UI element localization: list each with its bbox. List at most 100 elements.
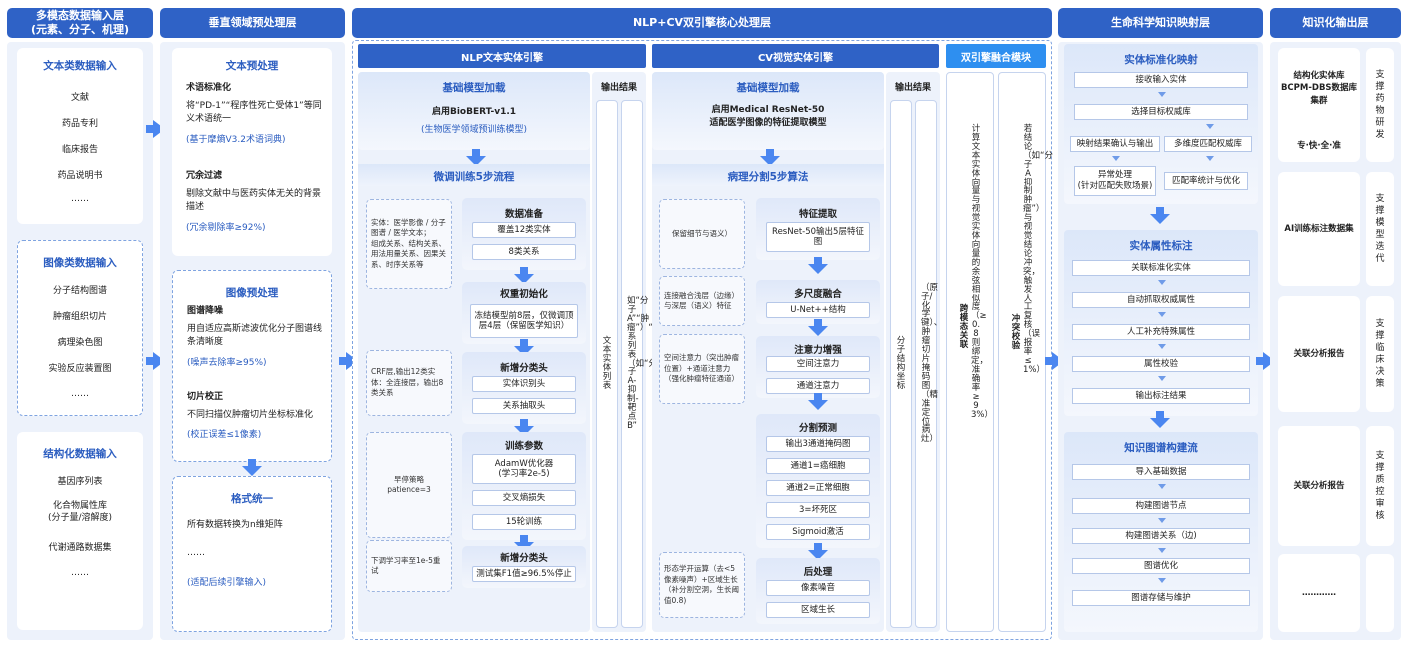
arrow-down-icon [242, 459, 262, 476]
image-preprocess-title: 图像预处理 [225, 287, 279, 299]
cv-note: 形态学开运算（去<5像素噪声）+区域生长（补分割空洞，生长阈值0.8) [659, 552, 745, 618]
step-item: 通道1=癌细胞 [766, 458, 870, 474]
text-preprocess-title: 文本预处理 [225, 60, 279, 72]
arrow-down-icon [1150, 207, 1170, 224]
step-item: 测试集F1值≥96.5%停止 [472, 566, 576, 582]
text-input-card: 文本类数据输入 文献 药品专利 临床报告 药品说明书 …… [17, 48, 143, 224]
nlp-note: 下调学习率至1e-5重试 [366, 540, 452, 592]
format-title: 格式统一 [231, 493, 273, 505]
preprocess-layer-panel: 文本预处理 术语标准化 将“PD-1”“程序性死亡受体1”等同义术语统一 (基于… [160, 42, 345, 640]
nlp-step-4: 训练参数 AdamW优化器 (学习率2e-5) 交叉熵损失 15轮训练 [462, 432, 586, 540]
output-name: AI训练标注数据集 [1284, 223, 1354, 234]
arrow-down-icon [1206, 156, 1214, 161]
nlp-step-1: 数据准备 覆盖12类实体 8类关系 [462, 198, 586, 270]
step-item: 15轮训练 [472, 514, 576, 530]
output-side: 支撑质控审核 [1375, 450, 1385, 522]
nlp-base-section: 基础模型加载 启用BioBERT-v1.1 (生物医学领域预训练模型) [358, 72, 590, 150]
output-card: 结构化实体库 BCPM-DBS数据库集群 专·快·全·准 [1278, 48, 1360, 162]
output-text: （原子/化学键）、肿瘤切片掩码图（精准定位病灶） [921, 282, 943, 445]
nlp-finetune-bar: 微调训练5步流程 [358, 164, 590, 186]
output-name: 结构化实体库 BCPM-DBS数据库集群 [1280, 71, 1358, 106]
mapping-step: 关联标准化实体 [1072, 260, 1250, 276]
step-item: 通道注意力 [766, 378, 870, 394]
step-title: 数据准备 [504, 209, 543, 220]
cv-base-title: 基础模型加载 [736, 82, 800, 94]
arrow-down-icon [1158, 578, 1166, 583]
cv-output-title: 输出结果 [894, 83, 931, 93]
output-side: 支撑模型迭代 [1375, 193, 1385, 265]
arrow-down-icon [466, 149, 486, 166]
list-item: 文献 [70, 93, 89, 103]
step-desc: 不同扫描仪肿瘤切片坐标标准化 [187, 410, 314, 420]
output-side-card [1366, 554, 1394, 632]
header-preprocess-layer: 垂直领域预处理层 [160, 8, 345, 38]
step-title: 注意力增强 [794, 345, 842, 356]
mapping-step: 接收输入实体 [1074, 72, 1248, 88]
mapping-section-1: 实体标准化映射 接收输入实体 选择目标权威库 映射结果确认与输出 多维度匹配权威… [1064, 44, 1258, 204]
nlp-step-2: 权重初始化 冻结模型前8层，仅微调顶层4层（保留医学知识） [462, 282, 586, 344]
arrow-down-icon [1158, 376, 1166, 381]
output-text: 如“分子A”“肿瘤”）“关系列表（如“分子A-抑制-靶点B” [627, 296, 661, 431]
cv-step-2: 多尺度融合 U-Net++结构 [756, 280, 880, 324]
step-title: 冗余过滤 [186, 171, 223, 181]
arrow-down-icon [760, 149, 780, 166]
cv-algo-bar: 病理分割5步算法 [652, 164, 884, 186]
step-desc: 用自适应高斯滤波优化分子图谱线条清晰度 [187, 324, 323, 348]
step-title: 训练参数 [504, 441, 543, 452]
step-desc: 将“PD-1”“程序性死亡受体1”等同义术语统一 [186, 101, 322, 125]
step-item: 覆盖12类实体 [472, 222, 576, 238]
step-item: 空间注意力 [766, 356, 870, 372]
fusion-title: 双引擎融合模块 [946, 44, 1046, 68]
step-item: ResNet-50输出5层特征图 [766, 222, 870, 252]
cv-step-4: 分割预测 输出3通道掩码图 通道1=癌细胞 通道2=正常细胞 3=坏死区 Sig… [756, 414, 880, 548]
cv-step-5: 后处理 像素噪音 区域生长 [756, 558, 880, 624]
arrow-down-icon [1158, 92, 1166, 97]
mapping-step: 属性校验 [1072, 356, 1250, 372]
fusion-label: 冲突校验 [1011, 314, 1021, 351]
step-title: 新增分类头 [500, 553, 548, 564]
output-sub: 专·快·全·准 [1297, 141, 1341, 151]
cv-output-col-1: 分子结构坐标 [890, 100, 912, 628]
step-item: AdamW优化器 (学习率2e-5) [472, 454, 576, 484]
nlp-finetune-title: 微调训练5步流程 [433, 171, 515, 183]
output-side-card: 支撑药物研发 [1366, 48, 1394, 162]
output-side: 支撑药物研发 [1375, 69, 1385, 141]
header-mapping-layer: 生命科学知识映射层 [1058, 8, 1263, 38]
list-item: 药品说明书 [57, 171, 103, 181]
cv-algo-title: 病理分割5步算法 [727, 171, 809, 183]
step-item: 交叉熵损失 [472, 490, 576, 506]
mapping-step: 映射结果确认与输出 [1070, 136, 1160, 152]
image-preprocess-card: 图像预处理 图谱降噪 用自适应高斯滤波优化分子图谱线条清晰度 (噪声去除率≥95… [172, 270, 332, 462]
nlp-note: CRF层,输出12类实体：全连接层，输出8类关系 [366, 350, 452, 416]
cv-note: 连接融合浅层（边缘）与深层（语义）特征 [659, 276, 745, 326]
mapping-step: 自动抓取权威属性 [1072, 292, 1250, 308]
list-item: 病理染色图 [57, 338, 103, 348]
output-card: 关联分析报告 [1278, 426, 1360, 546]
arrow-down-icon [808, 319, 828, 336]
list-item: 化合物属性库 (分子量/溶解度) [47, 501, 113, 524]
arrow-down-icon [1158, 548, 1166, 553]
list-item: 实验反应装置图 [48, 364, 112, 374]
step-title: 切片校正 [187, 392, 224, 402]
nlp-output-col-2: 如“分子A”“肿瘤”）“关系列表（如“分子A-抑制-靶点B” [621, 100, 661, 628]
fusion-text: 计算文本实体向量与视觉实体向量的余弦相似度（≥0.8则绑定，准确率≥93%） [971, 124, 993, 420]
header-input-layer: 多模态数据输入层 (元素、分子、机理) [7, 8, 153, 38]
nlp-base-note: (生物医学领域预训练模型) [420, 125, 528, 135]
step-title: 后处理 [803, 567, 833, 578]
cv-base-desc: 启用Medical ResNet-50 适配医学图像的特征提取模型 [709, 105, 827, 129]
mapping-step: 导入基础数据 [1072, 464, 1250, 480]
list-item: …… [71, 568, 89, 578]
mapping-title: 知识图谱构建流 [1124, 442, 1198, 454]
step-item: 区域生长 [766, 602, 870, 618]
cv-output-col-2: （原子/化学键）、肿瘤切片掩码图（精准定位病灶） [915, 100, 943, 628]
struct-input-title: 结构化数据输入 [43, 448, 117, 460]
cv-note: 空间注意力（突出肿瘤位置）+通道注意力（强化肿瘤特征通道） [659, 334, 745, 404]
mapping-title: 实体属性标注 [1129, 240, 1193, 252]
arrow-down-icon [1158, 344, 1166, 349]
list-item: 药品专利 [61, 119, 98, 129]
image-input-card: 图像类数据输入 分子结构图谱 肿瘤组织切片 病理染色图 实验反应装置图 …… [17, 240, 143, 416]
step-item: 8类关系 [472, 244, 576, 260]
output-card: 关联分析报告 [1278, 296, 1360, 412]
step-title: 多尺度融合 [794, 289, 842, 300]
output-side-card: 支撑临床决策 [1366, 296, 1394, 412]
